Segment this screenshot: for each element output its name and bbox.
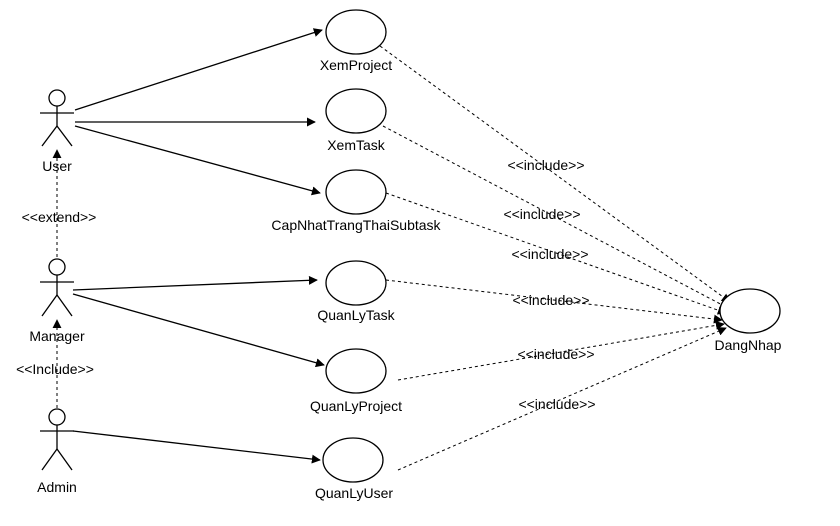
- usecase-dangnhap-label: DangNhap: [715, 337, 782, 353]
- include-xemproject-dangnhap: [379, 45, 731, 303]
- association-manager-quanlyproject: [72, 293, 325, 368]
- usecase-xemproject: [325, 9, 387, 55]
- usecase-xemtask: [325, 88, 387, 134]
- include-label-quanlyproject: <<include>>: [517, 346, 594, 362]
- actor-user-figure: [40, 89, 74, 147]
- usecase-quanlytask-label: QuanLyTask: [317, 307, 395, 323]
- usecase-capnhattrangthaisubtask-label: CapNhatTrangThaiSubtask: [271, 217, 441, 233]
- usecase-quanlyproject: [325, 348, 387, 394]
- association-manager-quanlytask: [72, 275, 318, 291]
- usecase-quanlyuser-label: QuanLyUser: [315, 485, 393, 501]
- association-user-capnhattrangthaisubtask: [74, 125, 321, 196]
- usecase-quanlytask: [325, 260, 387, 306]
- actor-admin-label: Admin: [37, 479, 77, 495]
- association-user-xemproject: [74, 28, 323, 111]
- actor-user-label: User: [42, 158, 72, 174]
- include-label-capnhattrangthaisubtask: <<include>>: [511, 246, 588, 262]
- association-admin-quanlyuser: [72, 430, 321, 464]
- actor-manager-label: Manager: [29, 328, 85, 344]
- usecase-dangnhap: [719, 288, 781, 334]
- include-label-xemproject: <<include>>: [507, 157, 584, 173]
- include-label-quanlyuser: <<include>>: [518, 396, 595, 412]
- include-actor-label: <<Include>>: [16, 361, 94, 377]
- include-label-xemtask: <<include>>: [503, 206, 580, 222]
- usecase-quanlyproject-label: QuanLyProject: [310, 398, 402, 414]
- usecase-capnhattrangthaisubtask: [325, 169, 387, 215]
- include-xemtask-dangnhap: [382, 125, 729, 309]
- include-quanlyproject-dangnhap: [397, 320, 725, 381]
- extend-label: <<extend>>: [22, 209, 97, 225]
- include-quanlytask-dangnhap: [385, 279, 723, 324]
- usecase-quanlyuser: [322, 437, 384, 483]
- include-label-quanlytask: <<include>>: [512, 292, 589, 308]
- actor-manager-figure: [40, 258, 74, 317]
- usecase-xemproject-label: XemProject: [320, 57, 392, 73]
- usecase-xemtask-label: XemTask: [327, 137, 386, 153]
- actor-admin-figure: [40, 408, 74, 471]
- include-capnhattrangthaisubtask-dangnhap: [385, 192, 727, 315]
